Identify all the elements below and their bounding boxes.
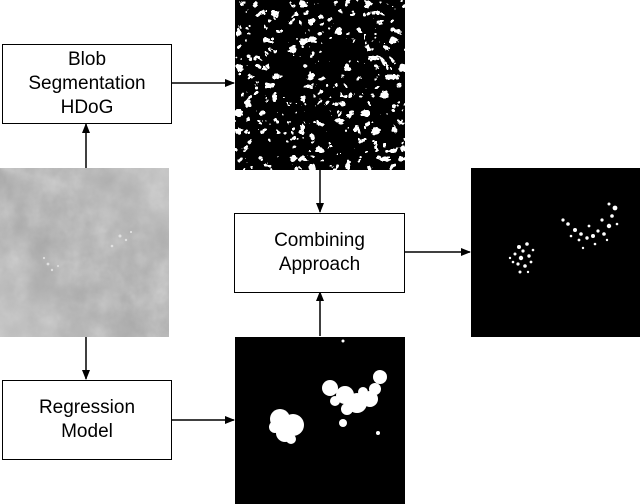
regression-mask-image [235, 337, 405, 504]
regression-line-2: Model [61, 421, 113, 442]
hdog-mask-image [235, 0, 405, 170]
blob-segmentation-box: Blob Segmentation HDoG [2, 44, 172, 124]
input-mammogram-image [0, 168, 169, 337]
blob-line-1: Blob [67, 49, 107, 70]
combining-approach-box: Combining Approach [234, 213, 405, 293]
combining-line-1: Combining [274, 230, 365, 251]
blob-line-2: Segmentation [28, 73, 146, 94]
blob-line-3: HDoG [60, 97, 114, 118]
combined-output-image [471, 168, 640, 337]
combining-line-2: Approach [278, 254, 361, 275]
regression-line-1: Regression [38, 397, 136, 418]
regression-model-box: Regression Model [2, 380, 172, 460]
